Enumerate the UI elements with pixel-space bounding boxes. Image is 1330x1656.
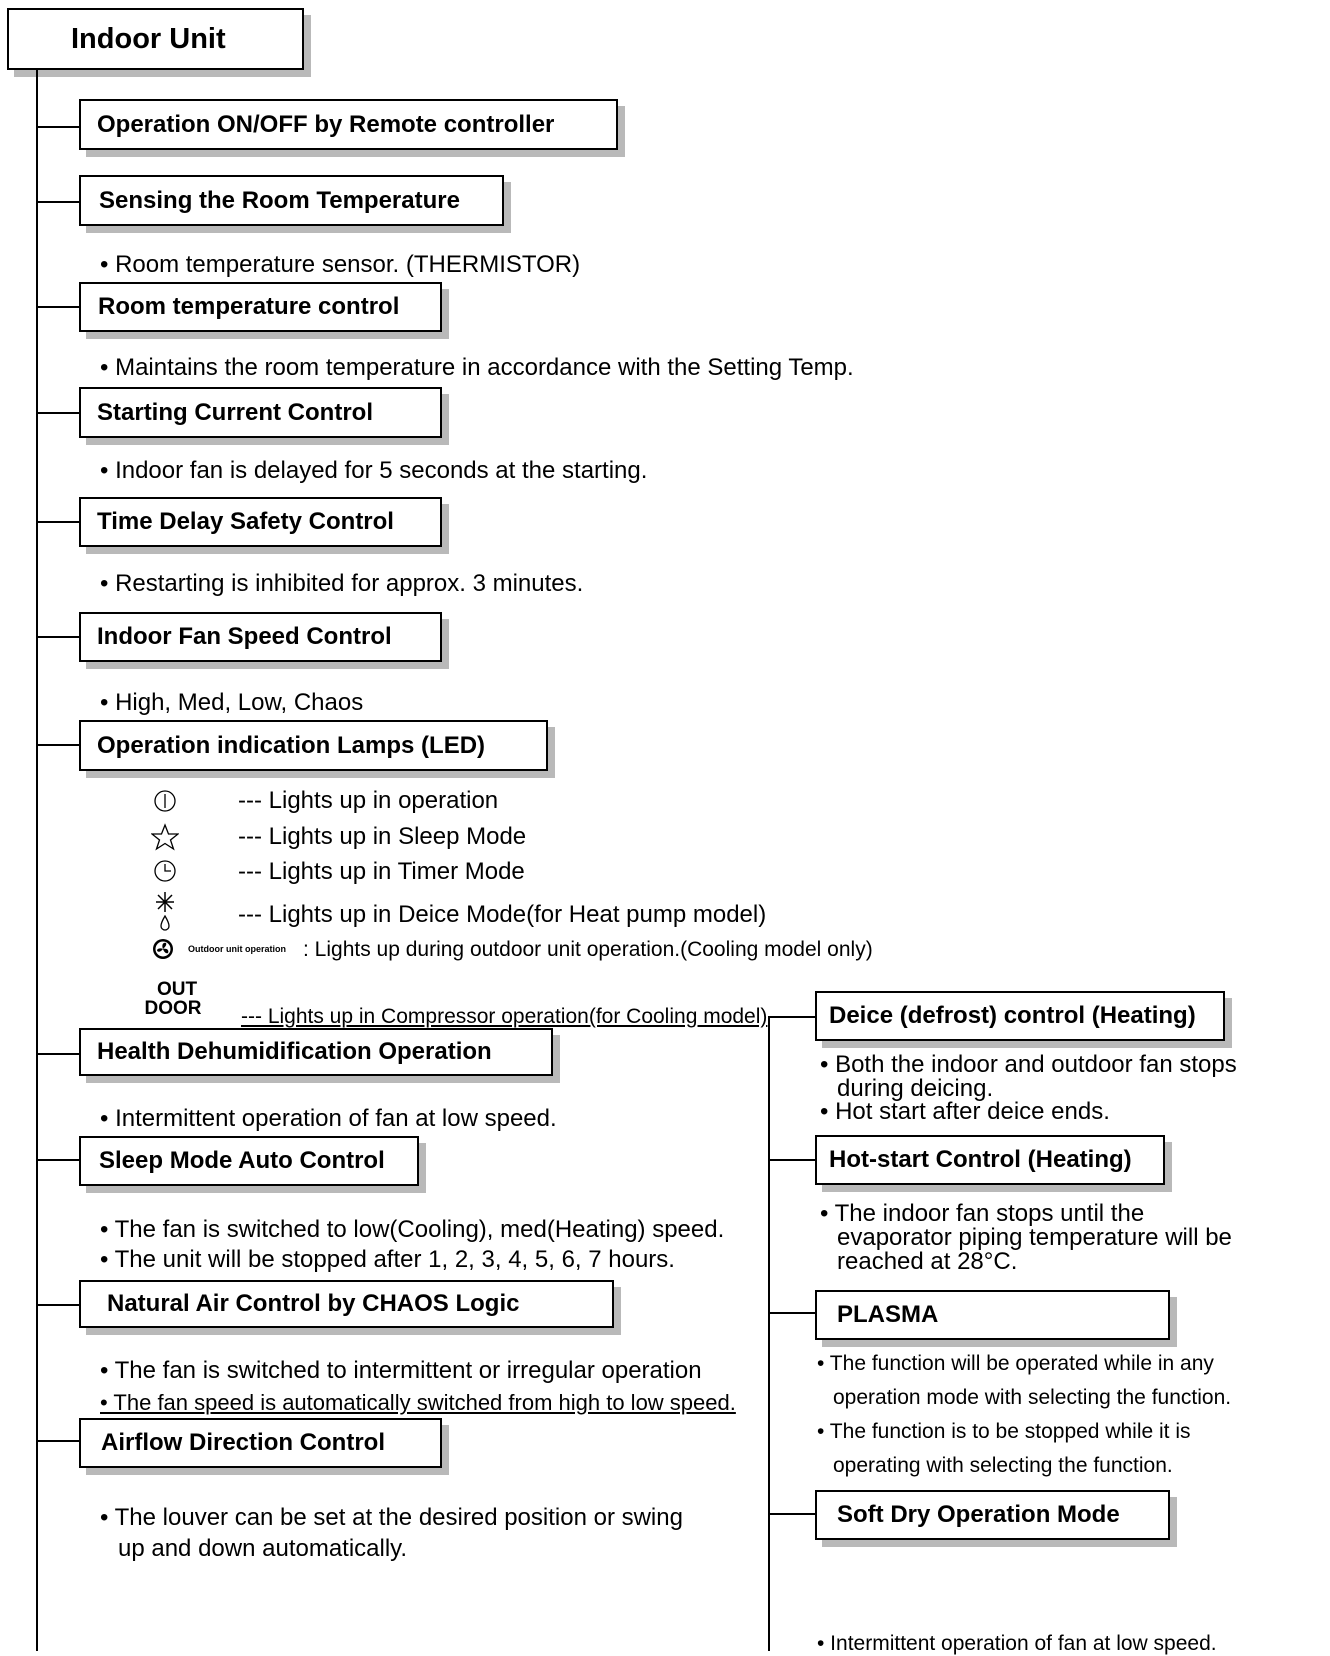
branch-line	[36, 412, 80, 414]
deice-control-box: Deice (defrost) control (Heating)	[815, 991, 1225, 1041]
lamp-deice-text: --- Lights up in Deice Mode(for Heat pum…	[238, 901, 767, 928]
time-delay-box: Time Delay Safety Control	[79, 497, 442, 547]
soft-dry-box: Soft Dry Operation Mode	[815, 1490, 1170, 1540]
fan-speed-bullet: • High, Med, Low, Chaos	[100, 689, 364, 716]
natural-air-label: Natural Air Control by CHAOS Logic	[107, 1290, 520, 1317]
room-temp-bullet: • Maintains the room temperature in acco…	[100, 354, 854, 381]
sensing-room-temp-label: Sensing the Room Temperature	[99, 186, 460, 214]
branch-line	[36, 1440, 80, 1442]
operation-onoff-label: Operation ON/OFF by Remote controller	[97, 110, 555, 138]
hot-start-bullet-2: evaporator piping temperature will be	[837, 1224, 1232, 1251]
star-icon	[150, 822, 180, 852]
plasma-bullet-1: • The function will be operated while in…	[817, 1352, 1214, 1375]
branch-line	[36, 1053, 80, 1055]
hot-start-bullet-3: reached at 28°C.	[837, 1248, 1018, 1275]
sleep-mode-bullet-1: • The fan is switched to low(Cooling), m…	[100, 1216, 725, 1243]
fan-speed-box: Indoor Fan Speed Control	[79, 612, 442, 662]
soft-dry-label: Soft Dry Operation Mode	[837, 1501, 1120, 1528]
branch-line	[36, 201, 80, 203]
branch-line	[36, 306, 80, 308]
clock-icon	[151, 857, 179, 885]
room-temp-control-label: Room temperature control	[98, 293, 400, 320]
right-trunk-line	[768, 1016, 770, 1651]
outdoor-compressor-lamp-text: --- Lights up in Compressor operation(fo…	[241, 1005, 768, 1028]
indoor-unit-title: Indoor Unit	[71, 22, 226, 55]
airflow-direction-box: Airflow Direction Control	[79, 1418, 442, 1468]
outdoor-unit-operation-small-label: Outdoor unit operation	[188, 944, 286, 954]
lamps-box: Operation indication Lamps (LED)	[79, 720, 548, 771]
branch-line	[36, 1304, 80, 1306]
plasma-bullet-4: operating with selecting the function.	[833, 1454, 1173, 1477]
hot-start-box: Hot-start Control (Heating)	[815, 1135, 1165, 1185]
time-delay-bullet: • Restarting is inhibited for approx. 3 …	[100, 570, 584, 597]
outdoor-icon-door: DOOR	[144, 998, 202, 1019]
right-branch-line	[768, 1312, 816, 1314]
sleep-mode-box: Sleep Mode Auto Control	[79, 1136, 419, 1186]
sleep-mode-label: Sleep Mode Auto Control	[99, 1147, 385, 1174]
airflow-direction-label: Airflow Direction Control	[101, 1429, 385, 1456]
soft-dry-bullet: • Intermittent operation of fan at low s…	[817, 1632, 1217, 1655]
natural-air-bullet-2: • The fan speed is automatically switche…	[100, 1390, 736, 1415]
deice-bullet-2: during deicing.	[837, 1075, 994, 1102]
starting-current-bullet: • Indoor fan is delayed for 5 seconds at…	[100, 457, 648, 484]
fan-icon	[151, 937, 175, 961]
fan-speed-label: Indoor Fan Speed Control	[97, 623, 392, 650]
deice-bullet-1: • Both the indoor and outdoor fan stops	[820, 1051, 1237, 1078]
health-dehumidification-box: Health Dehumidification Operation	[79, 1028, 553, 1076]
operation-onoff-box: Operation ON/OFF by Remote controller	[79, 99, 618, 150]
plasma-bullet-3: • The function is to be stopped while it…	[817, 1420, 1191, 1443]
deice-bullet-3: • Hot start after deice ends.	[820, 1098, 1110, 1125]
room-temp-control-box: Room temperature control	[79, 282, 442, 332]
right-branch-line	[768, 1513, 816, 1515]
natural-air-box: Natural Air Control by CHAOS Logic	[79, 1280, 614, 1328]
lamp-timer-text: --- Lights up in Timer Mode	[238, 858, 525, 885]
branch-line	[36, 744, 80, 746]
time-delay-label: Time Delay Safety Control	[97, 508, 394, 535]
deice-control-label: Deice (defrost) control (Heating)	[829, 1002, 1196, 1029]
right-branch-line	[768, 1159, 816, 1161]
power-icon	[151, 787, 179, 815]
right-branch-line	[768, 1016, 816, 1018]
starting-current-label: Starting Current Control	[97, 398, 373, 426]
plasma-bullet-2: operation mode with selecting the functi…	[833, 1386, 1232, 1409]
branch-line	[36, 636, 80, 638]
branch-line	[36, 521, 80, 523]
lamps-label: Operation indication Lamps (LED)	[97, 731, 486, 759]
left-trunk-line	[36, 70, 38, 1651]
sensing-bullet: • Room temperature sensor. (THERMISTOR)	[100, 251, 581, 278]
starting-current-box: Starting Current Control	[79, 387, 442, 438]
plasma-label: PLASMA	[837, 1301, 939, 1328]
branch-line	[36, 1159, 80, 1161]
health-dehumidification-label: Health Dehumidification Operation	[97, 1038, 492, 1065]
hot-start-label: Hot-start Control (Heating)	[829, 1146, 1132, 1173]
natural-air-bullet-1: • The fan is switched to intermittent or…	[100, 1357, 702, 1384]
deice-icon	[152, 890, 178, 932]
health-dehumidification-bullet: • Intermittent operation of fan at low s…	[100, 1105, 557, 1132]
airflow-bullet-line-2: up and down automatically.	[118, 1535, 408, 1562]
branch-line	[36, 126, 80, 128]
sensing-room-temp-box: Sensing the Room Temperature	[79, 175, 504, 226]
lamp-operation-text: --- Lights up in operation	[238, 787, 499, 814]
indoor-unit-title-box: Indoor Unit	[7, 8, 304, 70]
sleep-mode-bullet-2: • The unit will be stopped after 1, 2, 3…	[100, 1246, 675, 1273]
outdoor-icon-out: OUT	[156, 979, 198, 1000]
outdoor-fan-lamp-text: : Lights up during outdoor unit operatio…	[303, 938, 873, 961]
plasma-box: PLASMA	[815, 1290, 1170, 1340]
lamp-sleep-text: --- Lights up in Sleep Mode	[238, 823, 527, 850]
airflow-bullet-line-1: • The louver can be set at the desired p…	[100, 1504, 683, 1531]
hot-start-bullet-1: • The indoor fan stops until the	[820, 1200, 1145, 1227]
